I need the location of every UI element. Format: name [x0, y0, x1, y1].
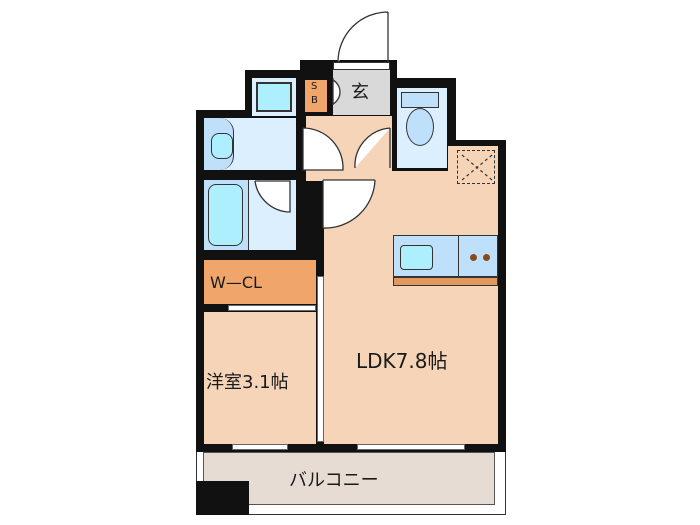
western-room-window	[232, 444, 288, 450]
washbasin-icon	[211, 133, 233, 159]
entrance-label: 玄	[351, 82, 369, 103]
partition-sliding-door	[317, 276, 324, 442]
kitchen-sink-icon	[400, 245, 433, 270]
western-room	[204, 312, 316, 444]
entrance-step	[333, 62, 390, 70]
kitchen-counter-edge	[393, 277, 498, 286]
shoe-box-label-s: S	[311, 81, 318, 92]
toilet-tank-icon	[401, 92, 439, 108]
ldk-label: LDK7.8帖	[356, 349, 448, 373]
western-room-label: 洋室3.1帖	[206, 372, 289, 393]
washing-machine-icon	[256, 82, 292, 112]
toilet-bowl-icon	[406, 108, 434, 146]
kitchen-divider	[458, 235, 459, 277]
walk-in-closet	[204, 260, 316, 304]
walk-in-closet-label: W—CL	[210, 273, 262, 292]
ldk-window	[357, 444, 465, 450]
ldk-room	[324, 178, 498, 444]
stove-burner-icon	[483, 254, 490, 261]
closet-sliding-door	[228, 305, 316, 311]
shoe-box	[305, 80, 327, 112]
bathtub-icon	[208, 184, 243, 246]
ldk-upper	[306, 171, 498, 181]
balcony-floor	[203, 452, 495, 505]
entrance	[333, 70, 390, 115]
balcony-pillar	[196, 481, 249, 515]
stove-burner-icon	[470, 254, 477, 261]
shoe-box-label-b: B	[311, 95, 318, 106]
ventilation-shaft-icon	[457, 150, 495, 184]
balcony-label: バルコニー	[289, 470, 379, 491]
